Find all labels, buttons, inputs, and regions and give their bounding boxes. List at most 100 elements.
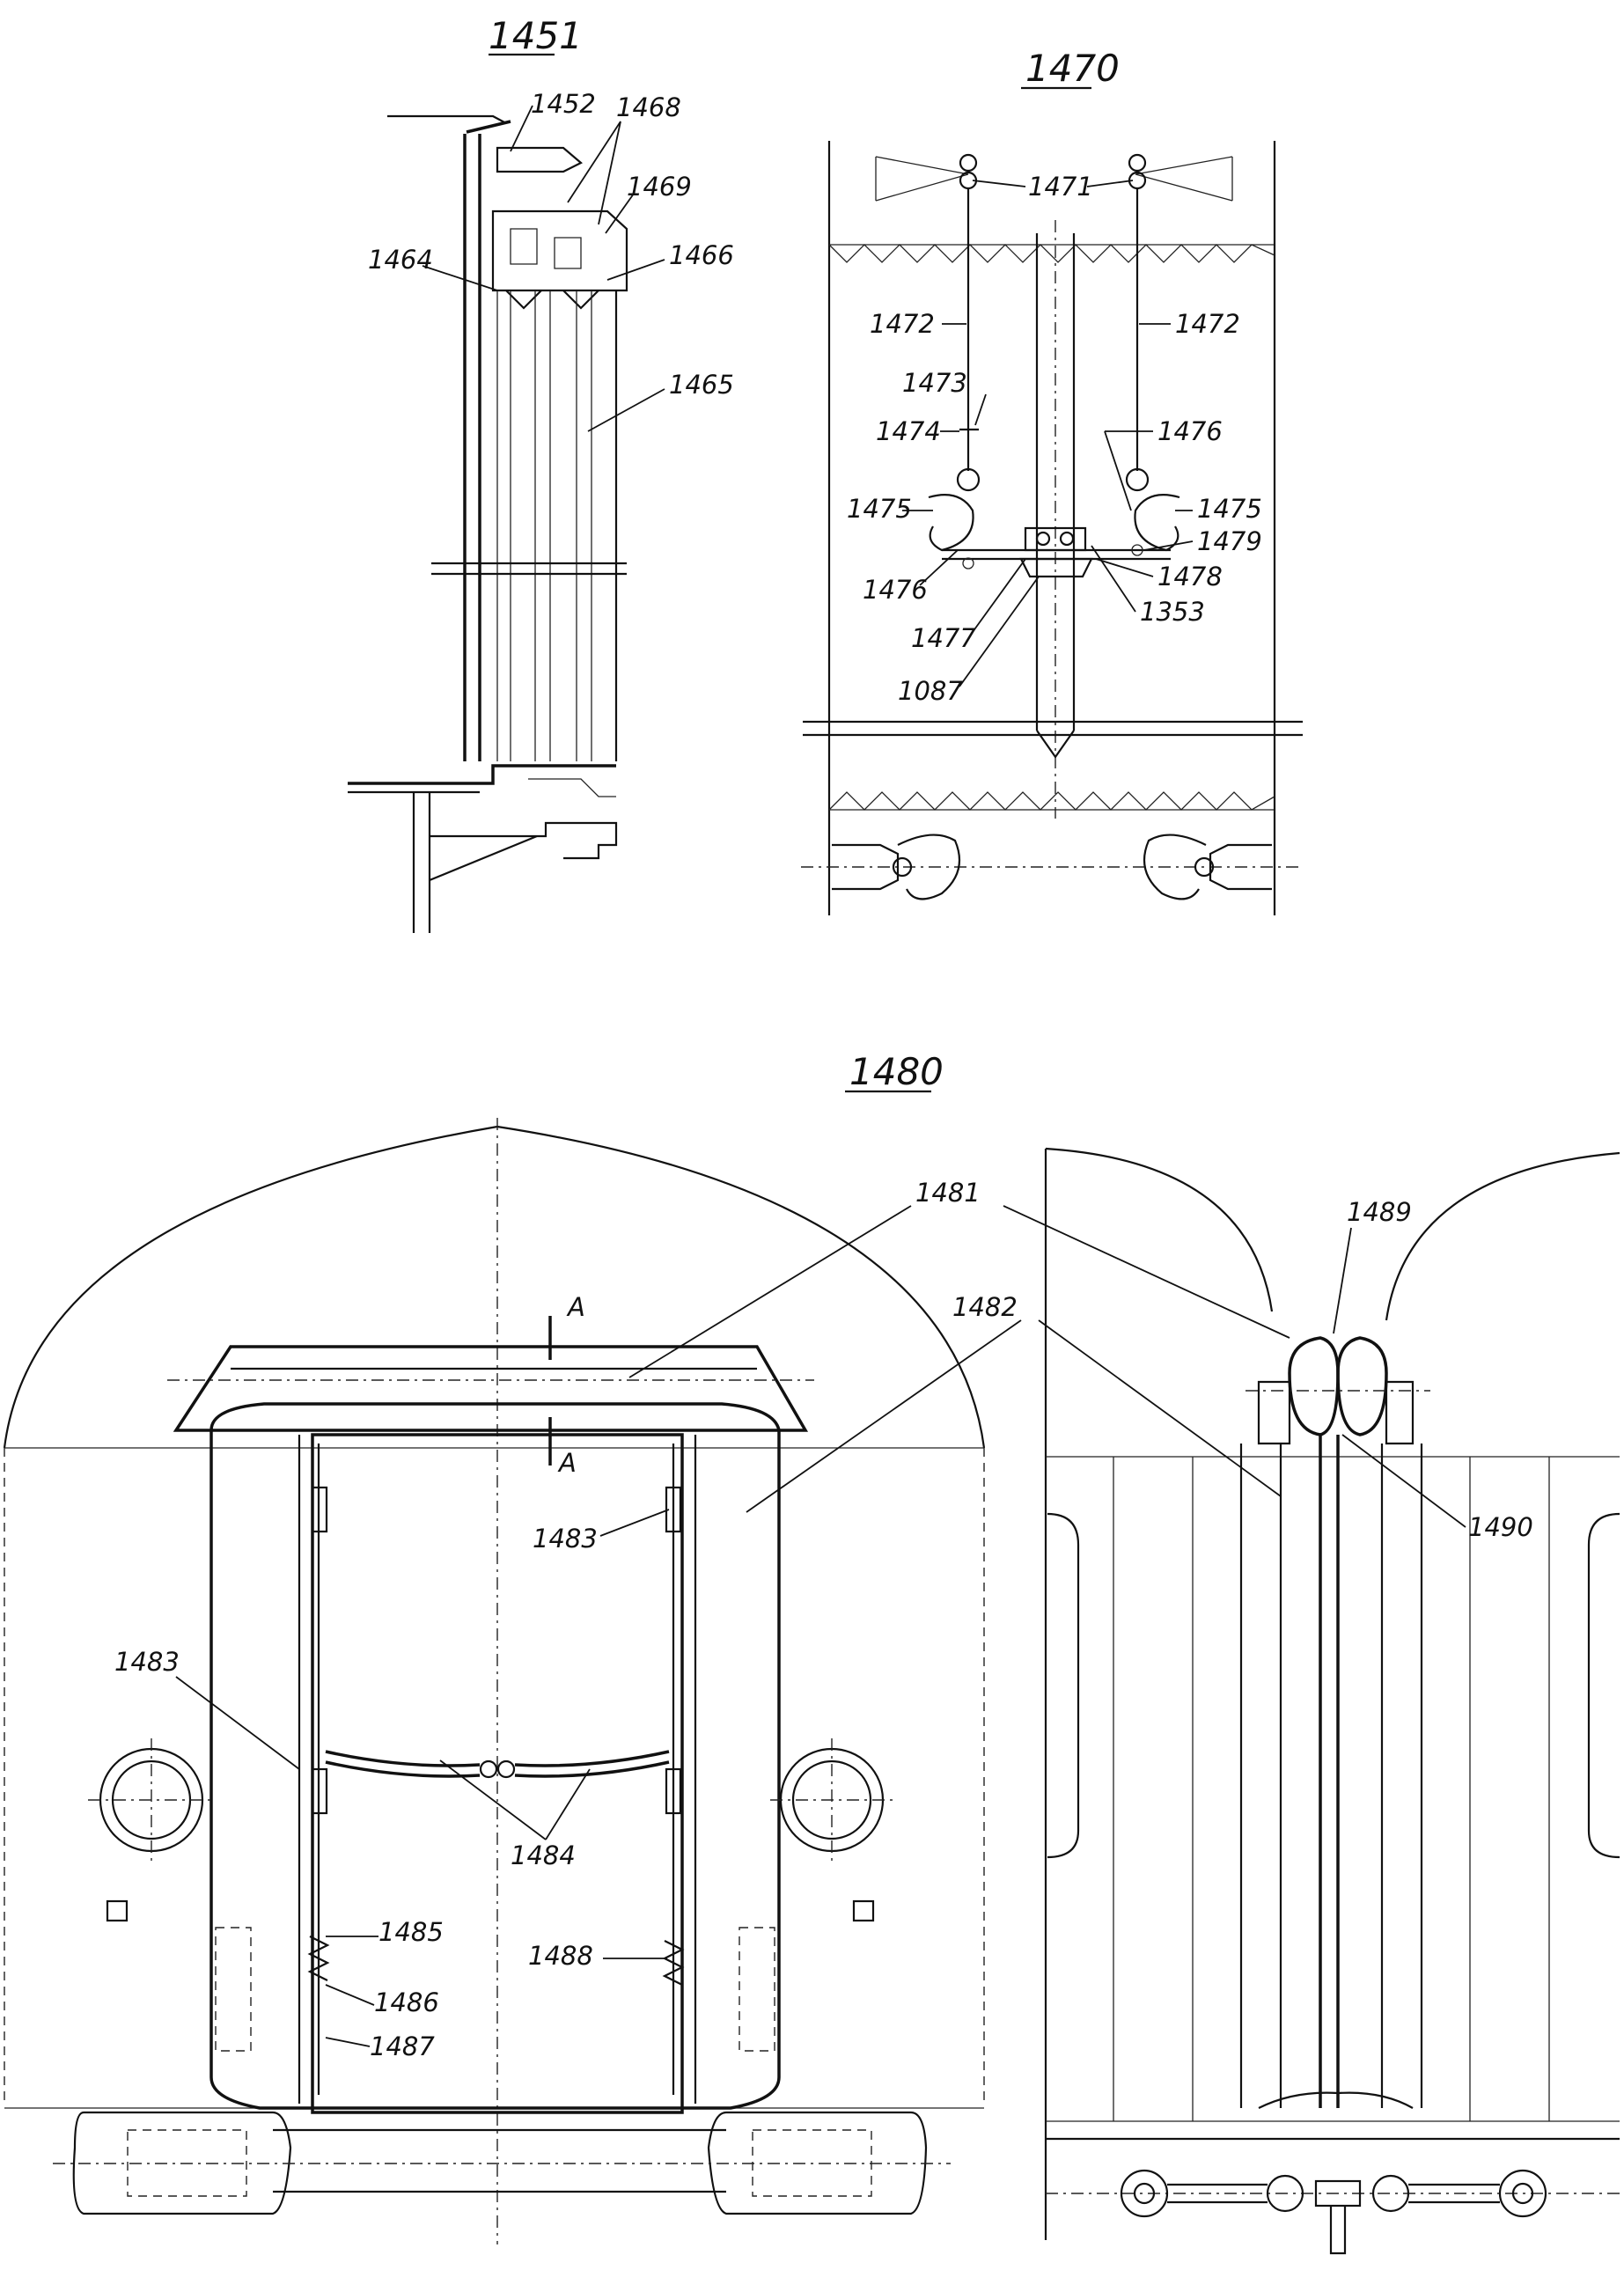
label-1473: 1473 <box>902 368 967 398</box>
hook-left <box>928 494 974 552</box>
cross-bar <box>942 548 1171 561</box>
side-roof-left <box>1045 1147 1274 1312</box>
leader-1481 <box>628 1205 912 1378</box>
turnbuckle <box>665 1767 682 1815</box>
coupler-center <box>1314 2179 1362 2208</box>
section-label-top: A <box>566 1292 585 1322</box>
bellows-zigzag-top <box>828 244 1275 263</box>
coupler-left <box>832 843 900 891</box>
label-1477: 1477 <box>911 623 976 653</box>
turnbuckle <box>311 1767 328 1815</box>
leader-1477 <box>972 558 1026 633</box>
leader-1483-left <box>175 1676 300 1770</box>
label-1466: 1466 <box>669 240 734 270</box>
bolt <box>1035 531 1051 547</box>
label-1486: 1486 <box>374 1987 439 2017</box>
center-block <box>1024 526 1087 552</box>
leader-1353 <box>1091 545 1136 613</box>
side-window-right <box>1587 1512 1620 1859</box>
label-1475-left: 1475 <box>847 494 912 524</box>
label-1483-right: 1483 <box>533 1524 598 1554</box>
hood-profile <box>496 146 583 173</box>
ring-left <box>956 467 981 492</box>
label-1476-left: 1476 <box>863 575 928 605</box>
pin-right <box>1131 544 1143 556</box>
roof-edge <box>466 120 511 134</box>
coupler-pin <box>1194 856 1215 878</box>
leader-1486 <box>325 1984 375 2006</box>
bellows-left-lobe <box>1288 1336 1340 1436</box>
leader-1482 <box>746 1319 1022 1513</box>
label-1472-left: 1472 <box>870 309 935 339</box>
label-1483-left: 1483 <box>114 1647 180 1677</box>
leader-1452 <box>510 105 533 152</box>
hidden-box <box>739 1927 775 2052</box>
coupler-right <box>1209 843 1272 891</box>
section-label-bottom: A <box>557 1448 577 1478</box>
label-1464: 1464 <box>368 245 433 275</box>
ring-right <box>1125 467 1150 492</box>
spring-left <box>307 1936 330 1981</box>
leader-1476b <box>919 549 959 586</box>
post-tip <box>1036 730 1075 759</box>
label-1471: 1471 <box>1028 172 1093 202</box>
buffer-hidden <box>752 2129 872 2197</box>
floor-detail <box>528 778 616 797</box>
leader-1468 <box>598 121 621 225</box>
leader-1479 <box>1143 540 1194 551</box>
label-1469: 1469 <box>627 172 692 202</box>
chain-link <box>479 1759 498 1779</box>
side-window-left <box>1047 1512 1080 1859</box>
leader-1487 <box>325 2037 371 2047</box>
label-1087: 1087 <box>898 676 963 706</box>
figure-title-1480: 1480 <box>849 1050 944 1093</box>
bracket-verticals <box>875 157 1233 201</box>
figure-title-1470: 1470 <box>1025 47 1120 90</box>
leader-1481 <box>1003 1205 1290 1339</box>
leader-1489 <box>1333 1227 1352 1334</box>
mechanism-parts <box>510 228 582 269</box>
coupler-hanger <box>1329 2206 1347 2255</box>
leader-1490 <box>1341 1434 1466 1528</box>
floor-plate <box>348 764 616 785</box>
marker-square-left <box>106 1899 129 1922</box>
label-1490: 1490 <box>1468 1512 1533 1542</box>
chain-left <box>325 1750 481 1767</box>
hook-right <box>1134 494 1180 552</box>
bellows-zigzag-bottom <box>828 791 1275 811</box>
bracket-lines <box>875 156 1233 202</box>
label-1482: 1482 <box>952 1292 1018 1322</box>
coupler-hook-left <box>897 834 961 900</box>
pin-left <box>962 557 974 569</box>
label-1468: 1468 <box>616 92 681 122</box>
coupler-wheel-hub <box>1511 2182 1534 2205</box>
roof-lip <box>387 114 507 124</box>
spring-right <box>662 1940 685 1986</box>
label-1481: 1481 <box>915 1178 981 1208</box>
bellows-right-lobe <box>1336 1336 1388 1436</box>
bellows-clamps <box>1257 1380 1415 1445</box>
label-1474: 1474 <box>876 416 941 446</box>
chain-right <box>514 1750 670 1767</box>
label-1465: 1465 <box>669 370 734 400</box>
figure-title-1451: 1451 <box>489 14 583 57</box>
eye-bolt <box>1128 153 1147 173</box>
label-1487: 1487 <box>370 2031 435 2061</box>
mechanism-wedges <box>505 290 599 310</box>
floor-support <box>412 792 431 933</box>
label-1488: 1488 <box>528 1941 593 1971</box>
leader-1473 <box>974 393 987 426</box>
coupler-joint <box>1371 2174 1410 2213</box>
canopy <box>173 1345 809 1432</box>
label-1485: 1485 <box>378 1917 444 1947</box>
leader-1468 <box>567 121 621 203</box>
diaphragm-frame <box>209 1402 781 2110</box>
leader-1482 <box>1038 1319 1282 1497</box>
label-1353: 1353 <box>1140 597 1205 627</box>
upper-mechanism <box>491 209 628 292</box>
label-1479: 1479 <box>1197 526 1262 556</box>
label-1452: 1452 <box>531 89 596 119</box>
coupler-rods <box>1167 2183 1500 2204</box>
